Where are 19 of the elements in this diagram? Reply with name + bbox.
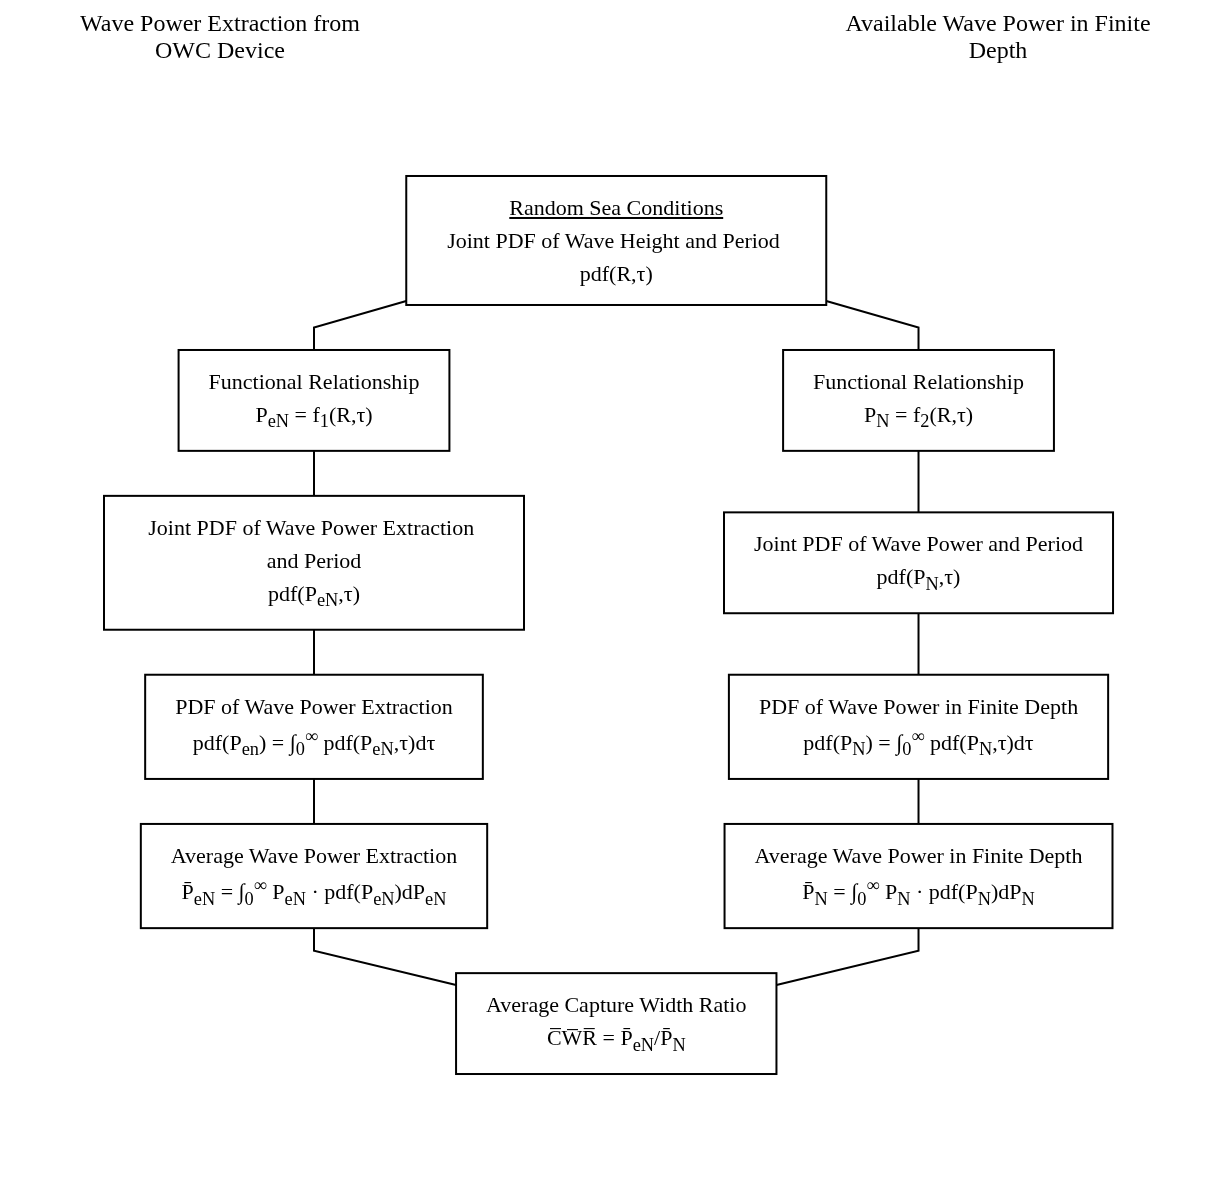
node-box: Random Sea Conditions Joint PDF of Wave Height and Period pdf(R,τ) (405, 175, 828, 306)
node-box: Average Wave Power in Finite Depth P̄$_{N}$ = ∫$_{0}$$^{∞}$ P$_{N}$ · pdf(P$_{N}$)dP$_{N}$ (724, 822, 1114, 930)
column-heading: Available Wave Power in Finite Depth (844, 10, 1152, 65)
connector (313, 777, 316, 825)
connector (918, 449, 920, 514)
connector (918, 612, 920, 676)
connector (313, 628, 316, 676)
connector (825, 299, 920, 351)
connector (313, 449, 316, 497)
node-box: Functional Relationship P$_{eN}$ = f$_{1}$(R,τ) (178, 349, 451, 452)
node-box: Joint PDF of Wave Power Extraction and Period pdf(P$_{eN}$,τ) (103, 494, 526, 631)
node-box: PDF of Wave Power in Finite Depth pdf(P$_{N}$) = ∫$_{0}$$^{∞}$ pdf(P$_{N}$,τ)dτ (728, 673, 1110, 780)
connector (918, 777, 920, 825)
node-box: Average Capture Width Ratio C̅W̅R̅ = P̄$_{eN}$/P̄$_{N}$ (455, 972, 778, 1075)
node-box: Average Wave Power Extraction P̄$_{eN}$ = ∫$_{0}$$^{∞}$ P$_{eN}$ · pdf(P$_{eN}$)dP$_{eN}$ (140, 822, 489, 930)
node-box: PDF of Wave Power Extraction pdf(P$_{en}$) = ∫$_{0}$$^{∞}$ pdf(P$_{eN}$,τ)dτ (144, 673, 485, 780)
node-box: Functional Relationship P$_{N}$ = f$_{2}$(R,τ) (782, 349, 1056, 452)
column-heading: Wave Power Extraction from OWC Device (79, 10, 361, 65)
node-box: Joint PDF of Wave Power and Period pdf(P$_{N}$,τ) (723, 511, 1115, 615)
